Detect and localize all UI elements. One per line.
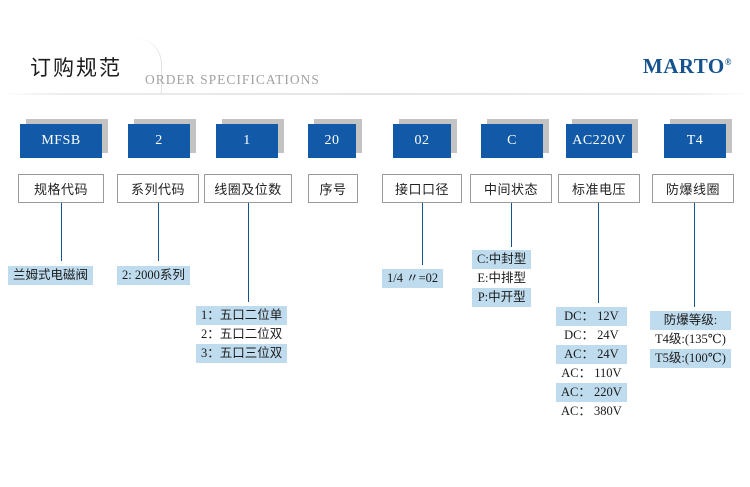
field-label-5: 中间状态	[470, 174, 552, 203]
code-chip-value: T4	[664, 124, 726, 158]
option-item: AC： 24V	[556, 345, 627, 364]
option-item: P:中开型	[472, 288, 532, 307]
option-item: 2: 2000系列	[117, 266, 190, 285]
code-chip-4: 02	[393, 119, 457, 158]
field-label-0: 规格代码	[18, 174, 104, 203]
brand-name: MARTO	[642, 54, 725, 78]
page-header: 订购规范 ORDER SPECIFICATIONS MARTO®	[0, 38, 750, 100]
field-label-4: 接口口径	[382, 174, 462, 203]
field-label-7: 防爆线圈	[652, 174, 734, 203]
option-list-4: 1/4 〃=02	[382, 269, 444, 288]
option-item: 1/4 〃=02	[382, 269, 444, 288]
field-label-6: 标准电压	[558, 174, 640, 203]
option-list-1: 2: 2000系列	[117, 266, 190, 285]
connector-line-7	[694, 203, 695, 307]
option-item: 1：五口二位单	[196, 306, 288, 325]
option-list-6: DC： 12V DC： 24V AC： 24V AC： 110V AC： 220V AC：…	[556, 307, 627, 421]
code-chip-2: 1	[216, 119, 284, 158]
code-chip-5: C	[481, 119, 549, 158]
header-divider	[0, 93, 750, 95]
code-chip-value: C	[481, 124, 543, 158]
option-item: E:中排型	[477, 271, 526, 285]
option-item: 2：五口二位双	[201, 327, 283, 341]
code-chip-0: MFSB	[20, 119, 108, 158]
brand-registered-mark: ®	[724, 57, 732, 67]
option-item: C:中封型	[472, 250, 532, 269]
option-item: 3：五口三位双	[196, 344, 288, 363]
option-item: T4级:(135℃)	[655, 332, 726, 346]
field-label-3: 序号	[308, 174, 358, 203]
option-item: AC： 380V	[561, 404, 622, 418]
title-panel-decoration	[0, 38, 162, 95]
option-item: AC： 220V	[556, 383, 627, 402]
code-chip-value: AC220V	[566, 124, 632, 158]
option-item: T5级:(100℃)	[650, 349, 731, 368]
code-chip-value: 1	[216, 124, 278, 158]
code-chip-3: 20	[308, 119, 362, 158]
code-chip-value: 02	[393, 124, 451, 158]
connector-line-4	[422, 203, 423, 265]
option-item: 防爆等级:	[650, 311, 731, 330]
option-item: AC： 110V	[561, 366, 622, 380]
page-title-en: ORDER SPECIFICATIONS	[145, 72, 320, 87]
code-chip-6: AC220V	[566, 119, 638, 158]
option-list-7: 防爆等级: T4级:(135℃) T5级:(100℃)	[650, 311, 731, 368]
code-chip-value: MFSB	[20, 124, 102, 158]
option-item: DC： 12V	[556, 307, 627, 326]
option-list-0: 兰姆式电磁阀	[8, 266, 94, 285]
code-chip-7: T4	[664, 119, 732, 158]
field-label-1: 系列代码	[117, 174, 199, 203]
option-item: DC： 24V	[564, 328, 619, 342]
code-chip-value: 2	[128, 124, 190, 158]
connector-line-6	[598, 203, 599, 303]
connector-line-0	[61, 203, 62, 261]
field-label-2: 线圈及位数	[204, 174, 292, 203]
code-chip-1: 2	[128, 119, 196, 158]
page-title-cn: 订购规范	[30, 56, 122, 80]
code-chip-value: 20	[308, 124, 356, 158]
option-item: 兰姆式电磁阀	[8, 266, 94, 285]
connector-line-5	[511, 203, 512, 247]
brand-logo: MARTO®	[643, 54, 732, 79]
option-list-2: 1：五口二位单 2：五口二位双 3：五口三位双	[196, 306, 288, 363]
connector-line-1	[158, 203, 159, 261]
option-list-5: C:中封型 E:中排型 P:中开型	[472, 250, 532, 307]
connector-line-2	[248, 203, 249, 302]
